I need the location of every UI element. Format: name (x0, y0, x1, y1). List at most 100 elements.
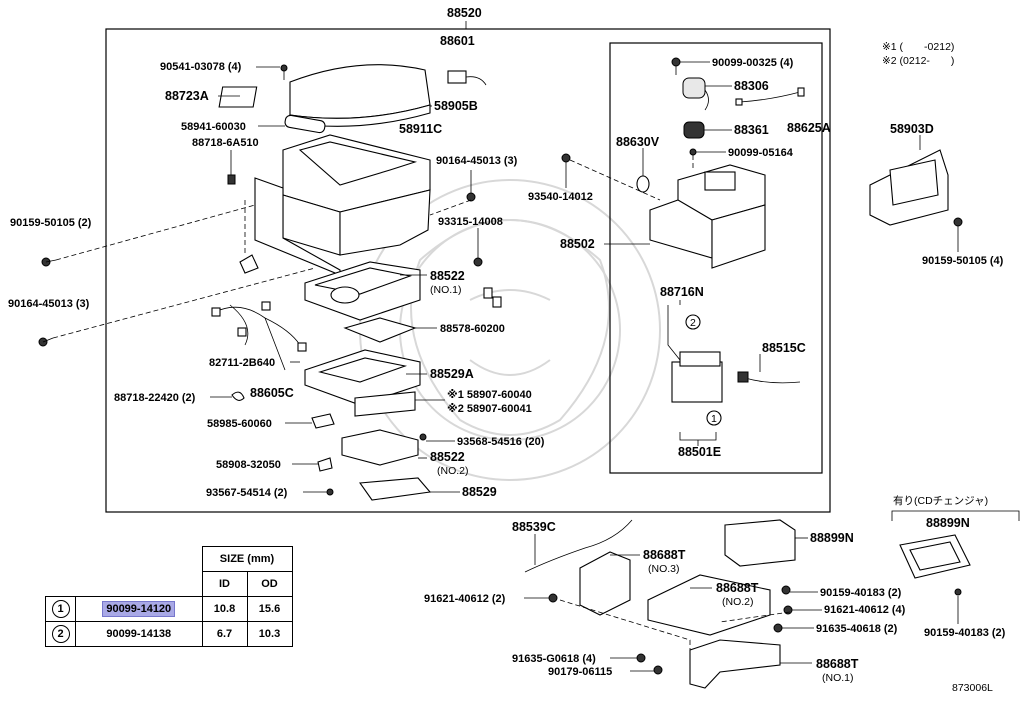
size-table: SIZE (mm) ID OD 1 90099-14120 10.8 15.6 … (45, 546, 293, 647)
label-90164-left: 90164-45013 (3) (8, 298, 90, 310)
box-88502 (649, 164, 766, 269)
label-58911c: 58911C (399, 122, 442, 136)
knob-88306 (682, 77, 709, 111)
row-part[interactable]: 90099-14138 (75, 621, 203, 647)
label-90159-right: 90159-50105 (4) (922, 255, 1004, 267)
bolt-88718-6a510-icon (227, 174, 236, 185)
lid-58905b (289, 64, 431, 127)
console-box-58911c (254, 134, 431, 276)
label-88723a: 88723A (165, 89, 209, 103)
label-88899n-right: 88899N (926, 516, 970, 530)
bracket-58903d (869, 149, 963, 227)
row-id: 10.8 (201, 596, 248, 622)
cd-changer-bracket (891, 510, 1020, 521)
clip-88718-22420-icon (231, 391, 245, 401)
label-88578: 88578-60200 (440, 323, 505, 335)
bezel-88529a (304, 349, 421, 406)
duct-88688t-no1 (689, 639, 781, 689)
col-od-header: OD (246, 571, 293, 597)
label-91621-right: 91621-40612 (4) (824, 604, 906, 616)
bracket-58907 (354, 391, 416, 417)
screw-93567-icon (326, 488, 334, 496)
label-88306: 88306 (734, 79, 769, 93)
label-88515c: 88515C (762, 341, 806, 355)
harness-88625a (735, 87, 805, 106)
main-assembly-frame (105, 28, 831, 513)
tray-88522-no2 (341, 429, 419, 466)
label-93568: 93568-54516 (20) (457, 436, 545, 448)
label-88688t-1: 88688T (816, 657, 859, 671)
row-mark: 2 (45, 621, 76, 647)
clip-58908-icon (317, 457, 333, 472)
cable-88515c (737, 371, 801, 384)
label-88688t-2: 88688T (716, 581, 759, 595)
inner-box-frame (609, 42, 823, 474)
label-88688t-3: 88688T (643, 548, 686, 562)
module-88501e (671, 351, 723, 426)
label-88718-6a510: 88718-6A510 (192, 137, 259, 149)
knob-88361 (683, 121, 705, 139)
bolt-90164-right-icon (466, 192, 476, 202)
label-88501e: 88501E (678, 445, 721, 459)
grommet-88630v (636, 175, 650, 193)
plate-88529 (358, 477, 432, 501)
label-88522-top-sub: (NO.1) (430, 284, 462, 296)
switch-88601-icon (447, 70, 487, 86)
label-58907-1: ※1 58907-60040 (447, 389, 532, 401)
callout-2: 2 (690, 317, 696, 329)
label-90159-40183-right: 90159-40183 (2) (924, 627, 1006, 639)
pad-58941 (284, 114, 326, 134)
label-58985: 58985-60060 (207, 418, 272, 430)
bolt-93540-icon (561, 153, 571, 163)
tray-88522-no1 (304, 261, 421, 321)
label-88688t-3-sub: (NO.3) (648, 563, 680, 575)
label-88899n-mid: 88899N (810, 531, 854, 545)
hose-88539c (524, 519, 633, 573)
label-58907-2: ※2 58907-60041 (447, 403, 532, 415)
screw-90099-00325-icon (671, 57, 681, 75)
label-88688t-2-sub: (NO.2) (722, 596, 754, 608)
watermark-emblem (359, 179, 661, 481)
label-88716n: 88716N (660, 285, 704, 299)
label-88361: 88361 (734, 123, 769, 137)
label-90159-left: 90159-50105 (2) (10, 217, 92, 229)
label-90164-right: 90164-45013 (3) (436, 155, 518, 167)
row-id: 6.7 (201, 621, 248, 647)
diagram-id: 873006L (952, 682, 993, 694)
label-88529a: 88529A (430, 367, 474, 381)
bolt-90159-left-icon (41, 257, 57, 267)
label-58905b: 58905B (434, 99, 478, 113)
screw-90541-icon (280, 64, 288, 80)
cd-changer-note: 有り(CDチェンジャ) (893, 494, 988, 507)
bolt-93315-icon (473, 257, 502, 308)
bracket-clip-icon (239, 254, 259, 274)
nut-90099-05164-icon (689, 148, 697, 156)
label-90541: 90541-03078 (4) (160, 61, 242, 73)
plate-88723a (218, 86, 258, 108)
label-91635-g0618: 91635-G0618 (4) (512, 653, 596, 665)
label-58941: 58941-60030 (181, 121, 246, 133)
label-88522-bot-sub: (NO.2) (437, 465, 469, 477)
row-od: 15.6 (246, 596, 293, 622)
row-part[interactable]: 90099-14120 (75, 596, 203, 622)
gasket-88578 (343, 317, 417, 343)
label-88630v: 88630V (616, 135, 660, 149)
label-58908: 58908-32050 (216, 459, 281, 471)
label-88522-top: 88522 (430, 269, 465, 283)
label-88539c: 88539C (512, 520, 556, 534)
label-88601: 88601 (440, 34, 475, 48)
label-90159-40183-mid: 90159-40183 (2) (820, 587, 902, 599)
size-header: SIZE (mm) (201, 546, 293, 572)
label-91621-left: 91621-40612 (2) (424, 593, 506, 605)
label-88529: 88529 (462, 485, 497, 499)
duct-88688t-no3 (579, 551, 631, 616)
label-88605c: 88605C (250, 386, 294, 400)
label-90099-00325: 90099-00325 (4) (712, 57, 794, 69)
label-88520: 88520 (447, 6, 482, 20)
label-88718-22420: 88718-22420 (2) (114, 392, 196, 404)
col-id-header: ID (201, 571, 248, 597)
label-82711: 82711-2B640 (209, 357, 275, 369)
label-90099-05164: 90099-05164 (728, 147, 794, 159)
label-93540: 93540-14012 (528, 191, 593, 203)
